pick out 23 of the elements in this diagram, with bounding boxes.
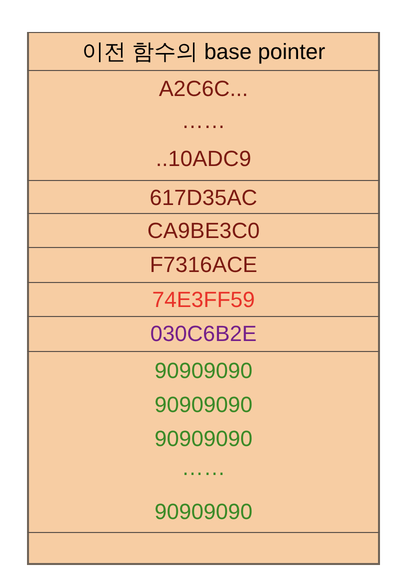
hex-value: 90909090 xyxy=(154,499,254,525)
hex-value: …… xyxy=(180,108,226,134)
empty-memory-cell xyxy=(27,532,380,565)
hex-value: 90909090 xyxy=(154,358,254,384)
hex-value: 617D35AC xyxy=(148,185,258,211)
hex-value: CA9BE3C0 xyxy=(146,218,261,244)
hex-value: F7316ACE xyxy=(148,252,258,278)
memory-cell xyxy=(27,316,380,351)
memory-cell xyxy=(27,351,380,532)
memory-cell xyxy=(27,32,380,70)
hex-value: 90909090 xyxy=(154,392,254,418)
memory-cell xyxy=(27,213,380,247)
memory-cell xyxy=(27,180,380,213)
hex-value: 90909090 xyxy=(154,426,254,452)
cell-label: 이전 함수의 base pointer xyxy=(80,39,326,65)
memory-cell xyxy=(27,70,380,180)
hex-value: 74E3FF59 xyxy=(151,287,256,313)
hex-value: …… xyxy=(180,455,226,481)
memory-cell xyxy=(27,282,380,316)
memory-cell xyxy=(27,247,380,282)
hex-value: ..10ADC9 xyxy=(154,146,252,172)
hex-value: 030C6B2E xyxy=(149,321,258,347)
hex-value: A2C6C... xyxy=(158,76,250,102)
